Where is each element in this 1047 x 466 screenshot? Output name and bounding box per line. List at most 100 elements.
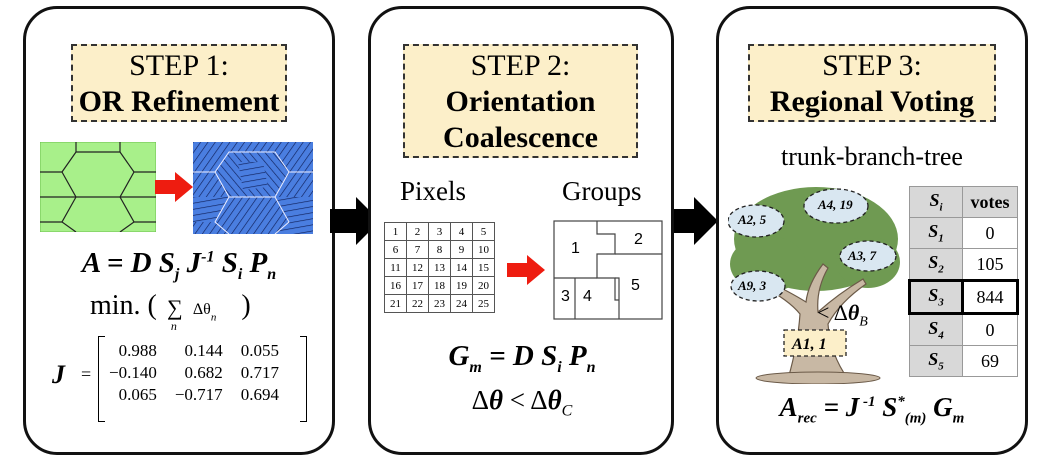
matrix-cell: 0.694 — [240, 385, 279, 404]
header-si: Si — [909, 186, 963, 218]
pixel-cell: 15 — [472, 258, 495, 277]
votes-row-count: 105 — [962, 248, 1018, 281]
coalesce-arrow-icon — [507, 255, 545, 285]
groups-label: Groups — [562, 176, 642, 206]
step-1-label: STEP 1: — [129, 49, 229, 82]
equation-condition: Δθ < ΔθC — [471, 385, 573, 420]
step-2-title-box: STEP 2: Orientation Coalescence — [403, 44, 638, 158]
tree-label-a2-5: A2, 5 — [738, 212, 767, 227]
matrix-cell: 0.717 — [240, 363, 279, 382]
step-1-name: OR Refinement — [78, 85, 280, 118]
votes-row-count: 844 — [961, 279, 1019, 315]
votes-row-symbol: S4 — [909, 313, 963, 346]
matrix-values: 0.988 0.144 0.055 −0.140 0.682 0.717 0.065 −0.7… — [100, 340, 288, 406]
votes-row-symbol: S3 — [908, 279, 964, 315]
matrix-cell: −0.717 — [174, 385, 223, 404]
step-2-label: STEP 2: — [470, 49, 571, 82]
refined-orientation-image — [193, 142, 313, 234]
group-label-1: 1 — [571, 240, 580, 257]
matrix-bracket-left — [98, 336, 105, 422]
equation-a: A = D Sj J-1 Si Pn — [81, 247, 277, 283]
pixel-cell: 25 — [472, 294, 495, 313]
votes-row-count: 0 — [962, 313, 1018, 346]
tree-label-a4-19: A4, 19 — [818, 197, 853, 212]
step-2-name-line1: Orientation — [445, 85, 596, 118]
pixel-cell: 5 — [472, 222, 495, 241]
refine-arrow-icon — [155, 172, 193, 202]
matrix-row: −0.140 0.682 0.717 — [100, 362, 288, 384]
pixel-cell: 16 — [384, 276, 407, 295]
pixel-cell: 7 — [406, 240, 429, 259]
matrix-cell: 0.144 — [184, 341, 223, 360]
tree-illustration — [728, 187, 900, 384]
pixel-cell: 24 — [450, 294, 473, 313]
equation-g: Gm = D Si Pn — [448, 340, 596, 376]
branch-condition: < ΔθB — [817, 300, 868, 330]
group-label-2: 2 — [634, 231, 643, 248]
minimization-expression: min. ( ∑n Δθn ) — [90, 290, 251, 333]
pixel-cell: 22 — [406, 294, 429, 313]
pixel-cell: 10 — [472, 240, 495, 259]
pixel-cell: 21 — [384, 294, 407, 313]
matrix-cell: 0.682 — [184, 363, 223, 382]
matrix-cell: −0.140 — [109, 363, 157, 382]
pixel-cell: 3 — [428, 222, 451, 241]
step-3-label: STEP 3: — [822, 49, 922, 82]
pixel-cell: 2 — [406, 222, 429, 241]
pixels-label: Pixels — [400, 176, 467, 206]
matrix-row: 0.988 0.144 0.055 — [100, 340, 288, 362]
pixel-cell: 6 — [384, 240, 407, 259]
step-3-title-box: STEP 3: Regional Voting — [748, 44, 996, 122]
matrix-cell: 0.055 — [240, 341, 279, 360]
votes-row-symbol: S2 — [909, 248, 963, 281]
pixel-cell: 14 — [450, 258, 473, 277]
pixel-cell: 17 — [406, 276, 429, 295]
equation-a-rec: Arec = J -1 S*(m) Gm — [779, 392, 965, 427]
pixel-cell: 12 — [406, 258, 429, 277]
min-label: min. ( — [90, 290, 157, 321]
group-label-4: 4 — [583, 288, 592, 305]
group-label-5: 5 — [631, 277, 640, 294]
matrix-row: 0.065 −0.717 0.694 — [100, 384, 288, 406]
matrix-bracket-right — [300, 336, 307, 422]
pixel-cell: 9 — [450, 240, 473, 259]
flow-arrow-1-icon — [330, 197, 380, 245]
step-1-title-box: STEP 1: OR Refinement — [71, 44, 287, 122]
flow-arrow-2-icon — [668, 197, 718, 245]
pixel-cell: 23 — [428, 294, 451, 313]
pixel-cell: 11 — [384, 258, 407, 277]
pixel-cell: 4 — [450, 222, 473, 241]
votes-row-symbol: S1 — [909, 217, 963, 249]
pixel-cell: 20 — [472, 276, 495, 295]
votes-row-count: 0 — [962, 217, 1018, 249]
matrix-cell: 0.065 — [118, 385, 157, 404]
j-label: J — [52, 360, 65, 389]
step-3-name: Regional Voting — [769, 85, 975, 118]
pixel-cell: 19 — [450, 276, 473, 295]
matrix-cell: 0.988 — [118, 341, 157, 360]
groups-diagram — [553, 220, 663, 320]
sum-symbol: ∑n — [167, 294, 183, 333]
votes-row-symbol: S5 — [909, 345, 963, 377]
group-label-3: 3 — [561, 288, 570, 305]
votes-row-count: 69 — [962, 345, 1018, 377]
header-votes: votes — [962, 186, 1018, 218]
tree-label-a3-7: A3, 7 — [848, 248, 877, 263]
tree-label-a9-3: A9, 3 — [738, 278, 767, 293]
hexagon-grains-image — [40, 142, 156, 232]
tree-label-a1-1: A1, 1 — [792, 336, 827, 353]
pixel-cell: 8 — [428, 240, 451, 259]
